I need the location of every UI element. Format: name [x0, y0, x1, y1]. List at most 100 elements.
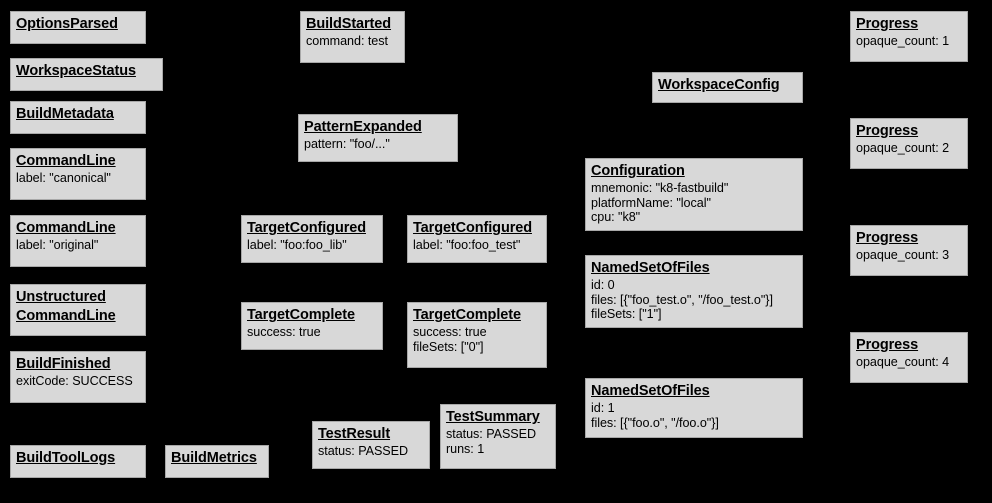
node-field: files: [{"foo_test.o", "/foo_test.o"}]: [591, 292, 773, 307]
node-title: WorkspaceStatus: [16, 63, 136, 79]
node-field: id: 0: [591, 277, 615, 292]
node-field: command: test: [306, 33, 388, 48]
node-fields: opaque_count: 2: [856, 141, 962, 156]
node-title: TargetComplete: [413, 307, 521, 323]
node-title: TargetConfigured: [413, 220, 532, 236]
node-progress-2[interactable]: Progress opaque_count: 2: [850, 118, 968, 169]
node-workspace-status[interactable]: WorkspaceStatus: [10, 58, 163, 91]
node-fields: label: "foo:foo_lib": [247, 238, 377, 253]
node-title: Progress: [856, 123, 919, 139]
node-field: label: "canonical": [16, 170, 111, 185]
node-build-metadata[interactable]: BuildMetadata: [10, 101, 146, 134]
node-field: label: "foo:foo_lib": [247, 237, 347, 252]
node-field: status: PASSED: [446, 426, 537, 441]
node-fields: label: "foo:foo_test": [413, 238, 541, 253]
node-title: Configuration: [591, 163, 685, 179]
node-title-wrap: WorkspaceStatus: [16, 62, 157, 81]
node-workspace-config[interactable]: WorkspaceConfig: [652, 72, 803, 103]
node-fields: opaque_count: 1: [856, 34, 962, 49]
node-title: CommandLine: [16, 307, 116, 324]
node-title: BuildMetrics: [171, 450, 257, 466]
node-title: CommandLine: [16, 153, 116, 169]
node-title-wrap: TestResult: [318, 425, 424, 444]
node-build-tool-logs[interactable]: BuildToolLogs: [10, 445, 146, 478]
node-field: fileSets: ["0"]: [413, 339, 484, 354]
node-title: TargetConfigured: [247, 220, 366, 236]
node-field: success: true: [413, 324, 487, 339]
node-fields: status: PASSED: [318, 444, 424, 459]
node-title-wrap: CommandLine: [16, 219, 140, 238]
node-title: TestResult: [318, 426, 391, 442]
node-fields: label: "original": [16, 238, 140, 253]
node-fields: opaque_count: 3: [856, 248, 962, 263]
node-title-wrap: OptionsParsed: [16, 15, 140, 34]
node-fields: mnemonic: "k8-fastbuild"platformName: "l…: [591, 181, 797, 225]
node-field: files: [{"foo.o", "/foo.o"}]: [591, 415, 719, 430]
node-title: NamedSetOfFiles: [591, 383, 710, 399]
node-title-wrap: BuildMetrics: [171, 449, 263, 468]
node-field: platformName: "local": [591, 195, 711, 210]
node-field: exitCode: SUCCESS: [16, 373, 133, 388]
node-test-result[interactable]: TestResult status: PASSED: [312, 421, 430, 469]
node-fields: label: "canonical": [16, 171, 140, 186]
node-field: opaque_count: 1: [856, 33, 950, 48]
node-field: pattern: "foo/...": [304, 136, 390, 151]
node-title: TestSummary: [446, 409, 540, 425]
node-title: Progress: [856, 230, 919, 246]
node-title: CommandLine: [16, 220, 116, 236]
node-title: PatternExpanded: [304, 119, 422, 135]
node-title-wrap: Progress: [856, 122, 962, 141]
node-field: success: true: [247, 324, 321, 339]
node-title-wrap: Configuration: [591, 162, 797, 181]
node-build-metrics[interactable]: BuildMetrics: [165, 445, 269, 478]
node-title: WorkspaceConfig: [658, 77, 780, 93]
node-title: BuildToolLogs: [16, 450, 116, 466]
node-title-wrap: PatternExpanded: [304, 118, 452, 137]
node-field: mnemonic: "k8-fastbuild": [591, 180, 729, 195]
node-title: Unstructured: [16, 289, 106, 305]
node-title-wrap: BuildMetadata: [16, 105, 140, 124]
node-field: opaque_count: 3: [856, 247, 950, 262]
node-fields: pattern: "foo/...": [304, 137, 452, 152]
node-title-wrap: TargetConfigured: [247, 219, 377, 238]
node-options-parsed[interactable]: OptionsParsed: [10, 11, 146, 44]
node-title: OptionsParsed: [16, 16, 118, 32]
node-field: label: "original": [16, 237, 99, 252]
node-title-wrap: TargetConfigured: [413, 219, 541, 238]
node-title: BuildFinished: [16, 356, 111, 372]
node-title: BuildStarted: [306, 16, 392, 32]
node-title-wrap: TargetComplete: [247, 306, 377, 325]
node-title-wrap: Progress: [856, 336, 962, 355]
node-field: id: 1: [591, 400, 615, 415]
node-title-wrap: WorkspaceConfig: [658, 76, 797, 95]
node-title-wrap: BuildToolLogs: [16, 449, 140, 468]
node-fields: exitCode: SUCCESS: [16, 374, 140, 389]
node-field: label: "foo:foo_test": [413, 237, 521, 252]
node-title-wrap: CommandLine: [16, 152, 140, 171]
node-title-wrap: Progress: [856, 229, 962, 248]
node-field: runs: 1: [446, 441, 485, 456]
node-title: BuildMetadata: [16, 106, 114, 122]
